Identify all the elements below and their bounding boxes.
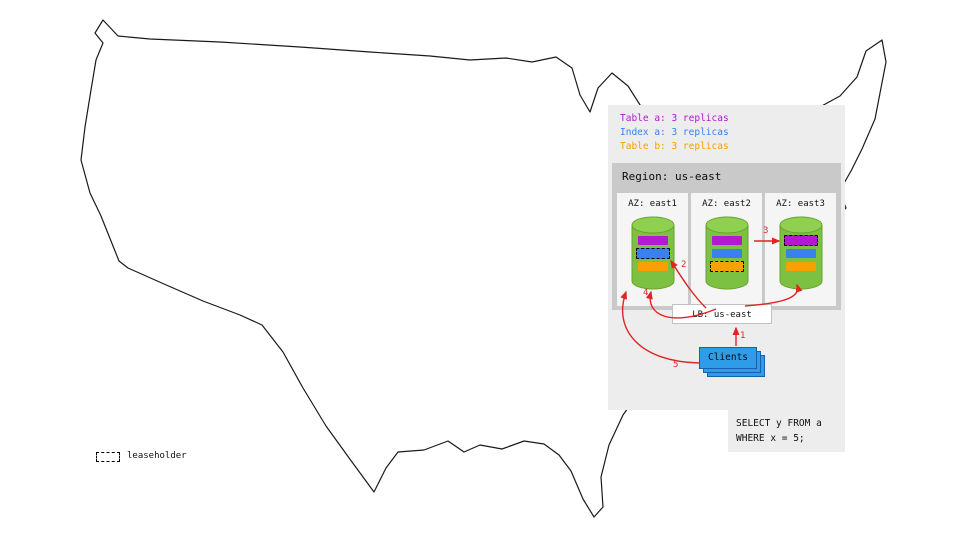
replica-bar-table-b bbox=[785, 262, 816, 271]
replica-bar-table-a bbox=[637, 236, 668, 245]
leaseholder-legend-swatch bbox=[96, 452, 120, 462]
legend-table-a: Table a: 3 replicas bbox=[620, 113, 729, 124]
az-label: AZ: east2 bbox=[702, 199, 751, 209]
replica-bar-table-a bbox=[711, 236, 742, 245]
region-title: Region: us-east bbox=[622, 170, 722, 183]
arrow-label-5: 5 bbox=[673, 360, 679, 370]
replica-bar-table-b bbox=[709, 261, 744, 272]
sql-line-1: SELECT y FROM a bbox=[736, 418, 822, 429]
replica-bar-table-b bbox=[637, 262, 668, 271]
replica-bar-index-a bbox=[711, 249, 742, 258]
clients-stack: Clients bbox=[699, 347, 771, 381]
replica-bar-index-a bbox=[785, 249, 816, 258]
az-row: AZ: east1 AZ: east2 bbox=[617, 193, 836, 306]
replica-legend: Table a: 3 replicas Index a: 3 replicas … bbox=[620, 112, 729, 154]
arrow-label-2: 2 bbox=[681, 260, 687, 270]
az-label: AZ: east3 bbox=[776, 199, 825, 209]
database-cylinder bbox=[630, 216, 676, 290]
arrow-label-1: 1 bbox=[740, 331, 746, 341]
load-balancer: LB: us-east bbox=[672, 304, 772, 324]
leaseholder-legend-label: leaseholder bbox=[127, 451, 187, 461]
client-card-front: Clients bbox=[699, 347, 757, 369]
arrow-label-4: 4 bbox=[643, 288, 649, 298]
database-cylinder bbox=[778, 216, 824, 290]
az-label: AZ: east1 bbox=[628, 199, 677, 209]
az-east1: AZ: east1 bbox=[617, 193, 688, 306]
replica-bar-table-a bbox=[783, 235, 818, 246]
az-east2: AZ: east2 bbox=[691, 193, 762, 306]
legend-index-a: Index a: 3 replicas bbox=[620, 127, 729, 138]
replica-bar-index-a bbox=[635, 248, 670, 259]
sql-line-2: WHERE x = 5; bbox=[736, 433, 805, 444]
database-cylinder bbox=[704, 216, 750, 290]
legend-table-b: Table b: 3 replicas bbox=[620, 141, 729, 152]
az-east3: AZ: east3 bbox=[765, 193, 836, 306]
sql-query: SELECT y FROM a WHERE x = 5; bbox=[728, 410, 845, 452]
arrow-label-3: 3 bbox=[763, 226, 769, 236]
